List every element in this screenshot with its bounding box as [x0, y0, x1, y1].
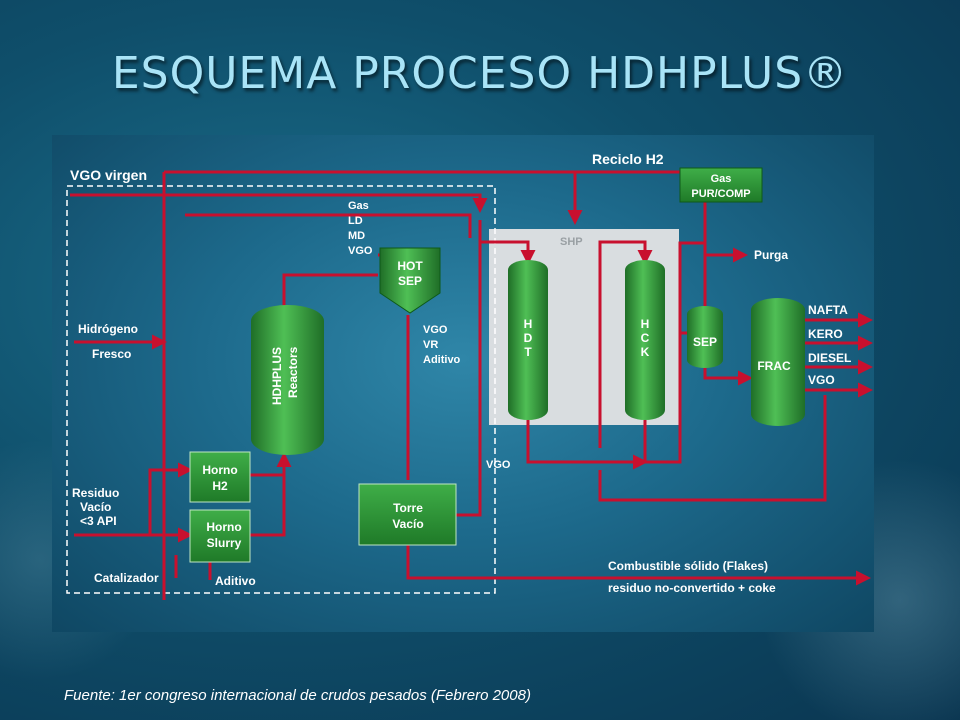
hidrogeno-label: Hidrógeno	[78, 322, 138, 336]
hot-sep-label-1: HOT	[397, 259, 423, 273]
vgo-vr-label-2: VR	[423, 339, 438, 351]
hot-product-md: MD	[348, 230, 365, 242]
hdt-vessel: H D T	[508, 260, 548, 420]
hot-product-ld: LD	[348, 215, 363, 227]
frac-label: FRAC	[757, 359, 791, 373]
reactors-label-2: Reactors	[286, 346, 300, 398]
vgo-virgen-label: VGO virgen	[70, 167, 147, 183]
horno-h2-box: Horno H2	[189, 451, 251, 503]
gas-pur-label-1: Gas	[711, 173, 732, 185]
hdhplus-reactors-vessel: HDHPLUS Reactors	[251, 305, 324, 455]
gas-pur-label-2: PUR/COMP	[691, 188, 750, 200]
hck-label-1: H	[641, 317, 650, 331]
source-caption: Fuente: 1er congreso internacional de cr…	[64, 687, 531, 704]
sep-vessel: SEP	[687, 306, 723, 368]
horno-slurry-label-1: Horno	[206, 520, 241, 534]
slide-title: ESQUEMA PROCESO HDHPLUS®	[111, 48, 849, 99]
gas-pur-comp-box: Gas PUR/COMP	[679, 167, 763, 203]
torre-vacio-box: Torre Vacío	[358, 483, 457, 546]
vgo-label: VGO	[486, 459, 511, 471]
shp-label: SHP	[560, 236, 583, 248]
horno-h2-label-1: Horno	[202, 463, 237, 477]
fresco-label: Fresco	[92, 347, 131, 361]
diagram-panel	[52, 135, 874, 632]
vgo-vr-label-1: VGO	[423, 324, 448, 336]
torre-label-2: Vacío	[392, 517, 423, 531]
hdt-label-3: T	[524, 345, 532, 359]
aditivo-label: Aditivo	[215, 574, 256, 588]
catalizador-label: Catalizador	[94, 571, 159, 585]
hck-label-3: K	[641, 345, 650, 359]
hdt-label-1: H	[524, 317, 533, 331]
frac-product-kero: KERO	[808, 327, 843, 341]
horno-h2-label-2: H2	[212, 479, 228, 493]
residuo-label-2: Vacío	[80, 500, 111, 514]
hot-sep-label-2: SEP	[398, 274, 422, 288]
vgo-vr-label-3: Aditivo	[423, 354, 461, 366]
horno-slurry-box: Horno Slurry	[189, 509, 251, 563]
hot-sep-vessel: HOT SEP	[379, 247, 441, 314]
reactors-label-1: HDHPLUS	[270, 347, 284, 405]
horno-slurry-label-2: Slurry	[207, 536, 242, 550]
purga-label: Purga	[754, 248, 788, 262]
residuo-label-3: <3 API	[80, 514, 117, 528]
frac-product-nafta: NAFTA	[808, 303, 848, 317]
hck-vessel: H C K	[625, 260, 665, 420]
frac-product-diesel: DIESEL	[808, 351, 851, 365]
residuo-label-1: Residuo	[72, 486, 119, 500]
hot-product-gas: Gas	[348, 200, 369, 212]
torre-label-1: Torre	[393, 501, 423, 515]
sep-label: SEP	[693, 335, 717, 349]
residuo-noconvertido-label: residuo no-convertido + coke	[608, 581, 776, 595]
reciclo-h2-label: Reciclo H2	[592, 151, 664, 167]
frac-product-vgo: VGO	[808, 373, 835, 387]
dashed-boundary	[66, 185, 496, 594]
frac-vessel: FRAC	[751, 298, 805, 426]
combustible-label: Combustible sólido (Flakes)	[608, 559, 768, 573]
hck-label-2: C	[641, 331, 650, 345]
hot-product-vgo: VGO	[348, 245, 373, 257]
hdt-label-2: D	[524, 331, 533, 345]
